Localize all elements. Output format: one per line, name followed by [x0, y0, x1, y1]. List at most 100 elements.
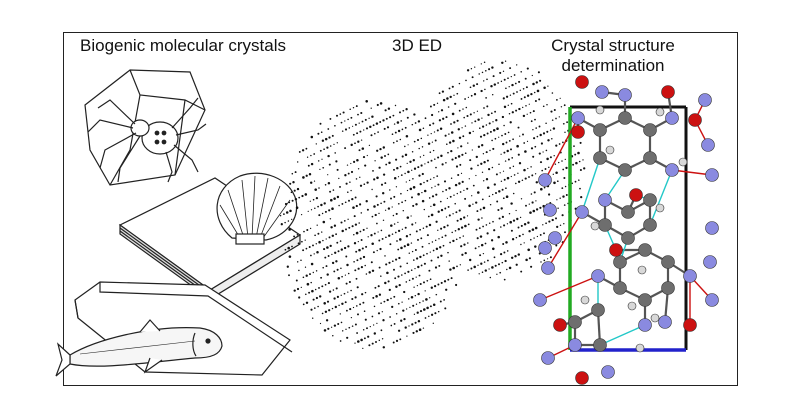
diffraction-spot — [331, 307, 334, 310]
diffraction-spot — [467, 242, 469, 244]
diffraction-spot — [461, 180, 464, 183]
diffraction-spot — [536, 235, 539, 238]
hydrogen-atom — [605, 145, 615, 155]
diffraction-spot — [480, 89, 483, 93]
diffraction-spot — [345, 228, 347, 231]
diffraction-spot — [412, 159, 415, 162]
diffraction-spot — [353, 242, 357, 245]
diffraction-spot — [437, 256, 440, 259]
diffraction-spot — [400, 246, 403, 250]
oxygen-atom — [629, 188, 643, 202]
diffraction-spot — [346, 164, 349, 166]
diffraction-spot — [470, 267, 473, 270]
diffraction-spot — [308, 172, 312, 176]
diffraction-spot — [311, 289, 314, 293]
diffraction-spot — [305, 293, 307, 296]
diffraction-spot — [444, 134, 447, 137]
diffraction-spot — [400, 174, 403, 176]
diffraction-spot — [481, 217, 483, 219]
diffraction-spot — [397, 229, 401, 233]
diffraction-spot — [341, 302, 344, 306]
diffraction-spot — [350, 162, 352, 165]
diffraction-spot — [456, 265, 458, 268]
diffraction-spot — [438, 238, 440, 240]
diffraction-spot — [472, 184, 475, 187]
diffraction-spot — [458, 209, 461, 212]
diffraction-spot — [305, 147, 308, 150]
diffraction-spot — [314, 234, 316, 237]
diffraction-spot — [297, 161, 299, 163]
diffraction-spot — [564, 158, 566, 161]
diffraction-spot — [464, 152, 467, 155]
diffraction-spot — [468, 178, 470, 180]
diffraction-spot — [431, 187, 433, 189]
diffraction-spot — [420, 137, 423, 140]
diffraction-spot — [384, 281, 387, 285]
diffraction-spot — [365, 273, 368, 275]
diffraction-spot — [362, 255, 366, 259]
diffraction-spot — [510, 102, 513, 105]
diffraction-spot — [407, 270, 410, 273]
diffraction-spot — [405, 108, 408, 111]
diffraction-spot — [556, 180, 559, 183]
diffraction-spot — [301, 240, 303, 243]
carbon-atom — [638, 243, 652, 257]
fish-icon — [55, 319, 223, 377]
diffraction-spot — [363, 337, 366, 340]
diffraction-spot — [336, 295, 339, 298]
diffraction-spot — [523, 168, 526, 172]
diffraction-spot — [491, 93, 494, 96]
diffraction-spot — [422, 327, 425, 329]
diffraction-spot — [460, 145, 463, 148]
diffraction-spot — [540, 261, 542, 263]
diffraction-spot — [417, 238, 419, 241]
diffraction-spot — [498, 217, 501, 220]
diffraction-spot — [361, 120, 364, 123]
nitrogen-atom — [705, 221, 719, 235]
diffraction-spot — [539, 79, 542, 82]
diffraction-spot — [415, 203, 418, 206]
diffraction-spot — [506, 268, 508, 271]
diffraction-spot — [399, 138, 402, 141]
diffraction-spot — [333, 270, 336, 273]
diffraction-spot — [523, 242, 525, 244]
diffraction-spot — [332, 189, 335, 191]
diffraction-spot — [472, 84, 475, 87]
diffraction-spot — [459, 191, 462, 193]
diffraction-spot — [420, 264, 423, 267]
diffraction-spot — [341, 330, 344, 332]
diffraction-spot — [323, 248, 326, 251]
diffraction-spot — [506, 250, 509, 252]
diffraction-spot — [538, 152, 541, 155]
diffraction-spot — [313, 307, 316, 309]
diffraction-spot — [496, 127, 499, 130]
diffraction-spot — [329, 190, 332, 193]
diffraction-spot — [479, 208, 482, 211]
hydrogen-atom — [635, 343, 645, 353]
diffraction-spot — [347, 118, 349, 121]
diffraction-spot — [486, 78, 488, 81]
diffraction-spot — [574, 153, 577, 156]
diffraction-spot — [552, 127, 556, 130]
diffraction-spot — [535, 127, 537, 129]
diffraction-spot — [288, 201, 291, 204]
diffraction-spot — [497, 235, 500, 239]
diffraction-spot — [512, 192, 515, 195]
diffraction-spot — [520, 198, 523, 200]
diffraction-spot — [481, 71, 484, 74]
diffraction-spot — [565, 194, 568, 196]
diffraction-spot — [490, 84, 493, 88]
diffraction-spot — [350, 189, 352, 192]
diffraction-spot — [452, 213, 454, 215]
diffraction-spot — [357, 168, 360, 170]
diffraction-spot — [395, 313, 398, 315]
diffraction-spot — [508, 140, 511, 142]
nitrogen-atom — [601, 365, 615, 379]
diffraction-spot — [370, 261, 373, 264]
diffraction-spot — [298, 296, 301, 299]
diffraction-spot — [312, 198, 315, 201]
diffraction-spot — [520, 224, 523, 227]
diffraction-spot — [330, 226, 333, 229]
diffraction-spot — [481, 171, 484, 173]
unit-cell-icon — [568, 105, 688, 352]
